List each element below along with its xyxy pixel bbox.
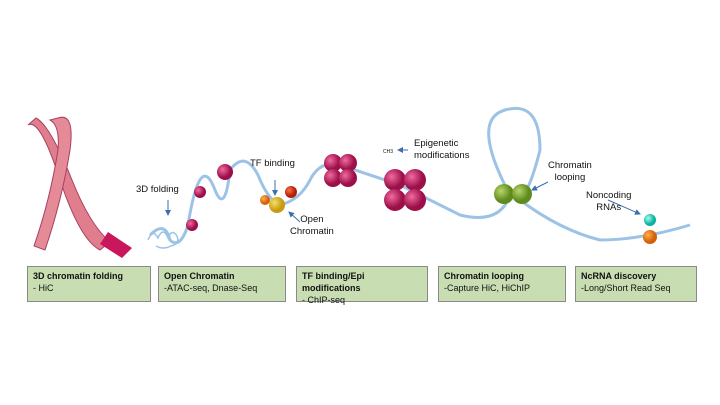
tf-protein-icons (260, 186, 297, 213)
label-3d-folding: 3D folding (136, 184, 179, 195)
folded-dna (147, 231, 179, 249)
chromosome-icon (27, 116, 132, 258)
rna-protein-cyan (644, 214, 656, 226)
box-title: Chromatin looping (444, 271, 524, 281)
box-tf-binding: TF binding/Epi modifications - ChIP-seq (296, 266, 428, 305)
arrows (165, 147, 641, 223)
label-tf-binding: TF binding (250, 158, 295, 169)
rna-protein-orange (643, 230, 657, 244)
box-open-chromatin: Open Chromatin -ATAC-seq, Dnase-Seq (158, 266, 286, 302)
box-method: - ChIP-seq (302, 295, 346, 305)
box-method: - HiC (33, 283, 54, 293)
box-ncrna: NcRNA discovery -Long/Short Read Seq (575, 266, 697, 302)
box-title: TF binding/Epi modifications (302, 271, 365, 293)
box-title: 3D chromatin folding (33, 271, 123, 281)
box-title: Open Chromatin (164, 271, 235, 281)
label-epigenetic: Epigenetic modifications (414, 138, 470, 161)
label-open-chromatin: Open Chromatin (290, 214, 334, 237)
box-chromatin-looping: Chromatin looping -Capture HiC, HiChIP (438, 266, 566, 302)
nucleosome-icons (186, 154, 426, 231)
box-method: -Long/Short Read Seq (581, 283, 671, 293)
label-ch3: CH3 (383, 149, 394, 155)
loop-anchor-icons (494, 184, 532, 204)
label-noncoding: Noncoding RNAs (586, 190, 632, 213)
box-3d-folding: 3D chromatin folding - HiC (27, 266, 151, 302)
box-method: -ATAC-seq, Dnase-Seq (164, 283, 258, 293)
box-title: NcRNA discovery (581, 271, 657, 281)
box-method: -Capture HiC, HiChIP (444, 283, 531, 293)
label-looping: Chromatin looping (548, 160, 592, 183)
